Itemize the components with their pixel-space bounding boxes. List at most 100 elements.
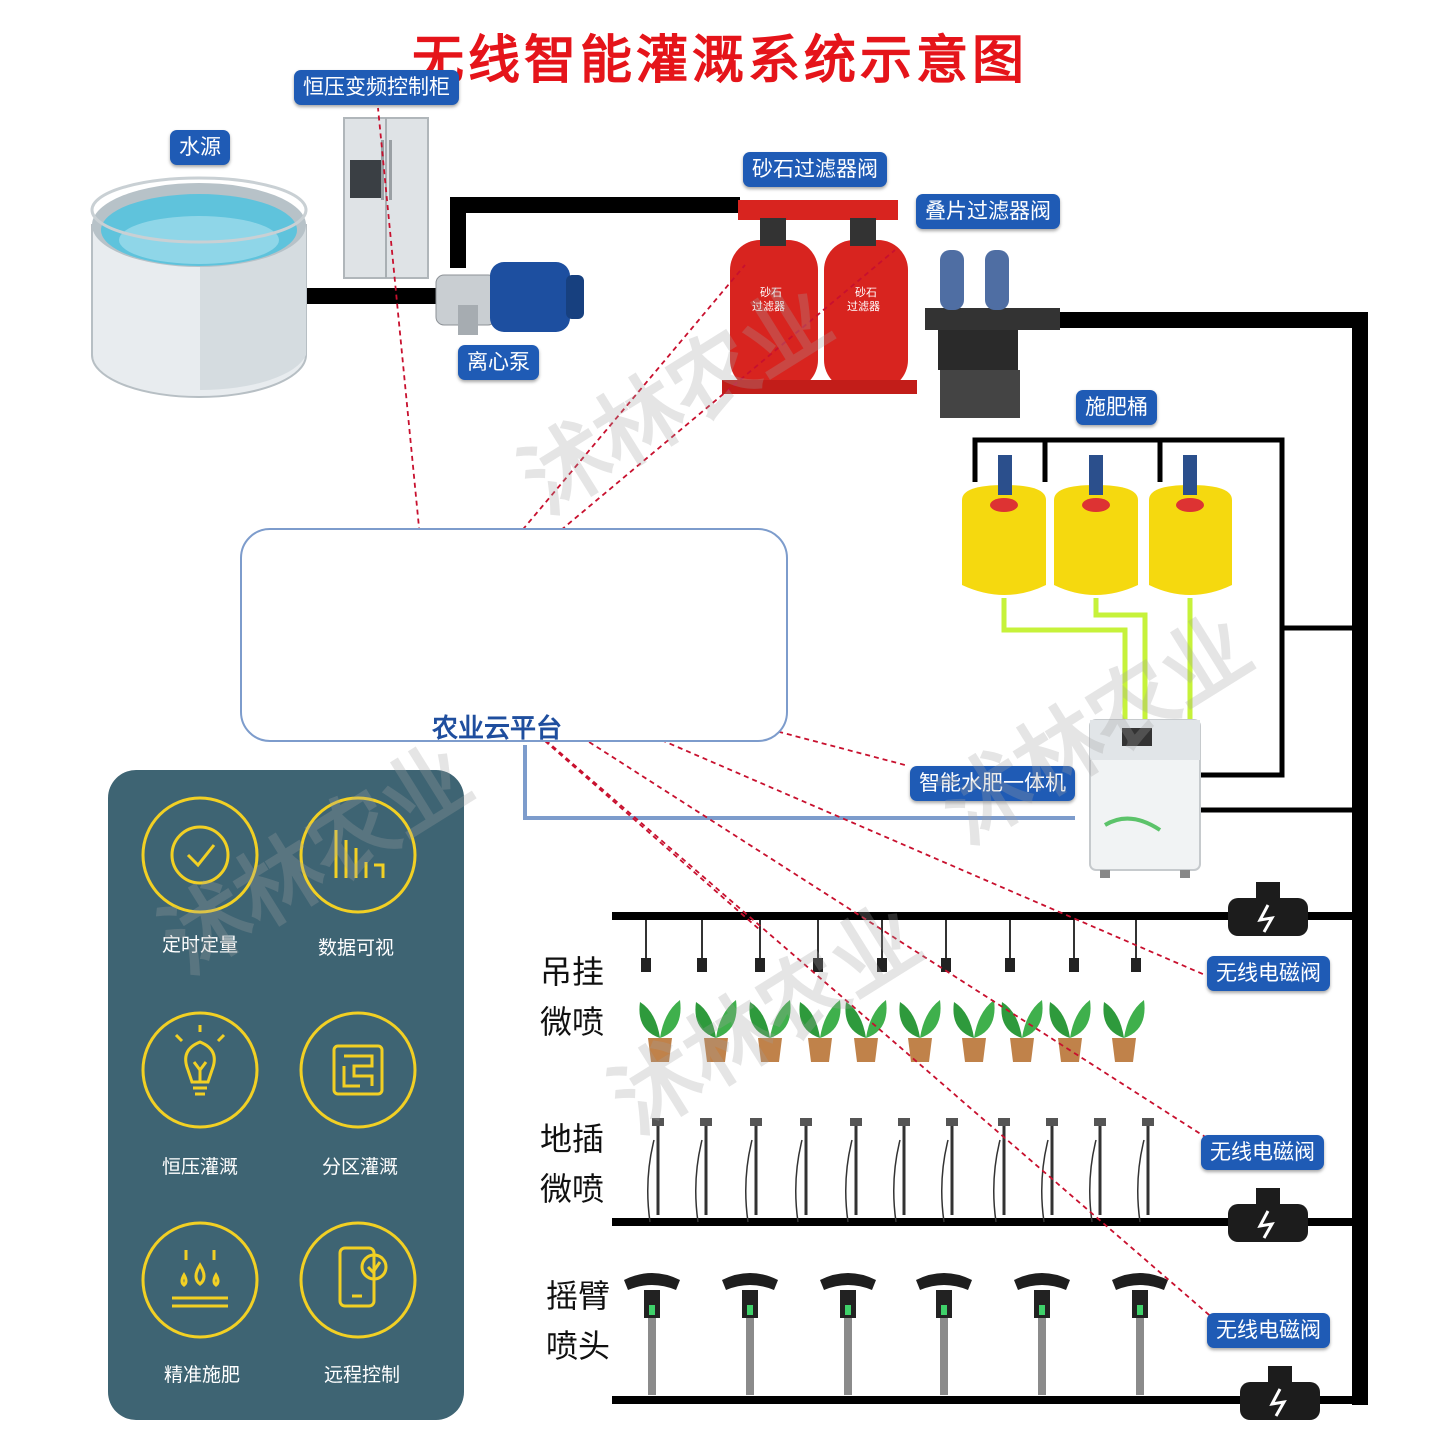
fertilizer-barrel: [962, 455, 1046, 595]
water-drops-icon: [172, 1250, 228, 1308]
pipe-filter-to-main: [1058, 312, 1368, 1405]
solenoid-valve-2: [1228, 1188, 1308, 1242]
rocker-sprinkler: [820, 1273, 876, 1395]
section-line: 微喷: [540, 1169, 605, 1208]
wireless-link: [429, 639, 1216, 1321]
disc-filter-illustration: [925, 250, 1060, 418]
feature-label: 恒压灌溉: [161, 1156, 238, 1178]
ground-sprinkler: [1041, 1118, 1058, 1223]
potted-plant: [845, 1000, 887, 1062]
feature-ring: [141, 1221, 259, 1339]
hanging-sprinkler: [941, 920, 951, 972]
tag-fertilizer-barrel: 施肥桶: [1076, 390, 1157, 426]
potted-plant: [953, 1000, 995, 1062]
potted-plant: [799, 1000, 841, 1062]
ground-sprinkler: [695, 1118, 712, 1223]
feature-ring: [299, 796, 417, 914]
tag-disc-filter: 叠片过滤器阀: [916, 194, 1060, 230]
wireless-link: [377, 107, 431, 641]
potted-plant: [749, 1000, 791, 1062]
hanging-sprinkler: [697, 920, 707, 972]
potted-plant: [1049, 1000, 1091, 1062]
potted-plant: [1103, 1000, 1145, 1062]
potted-plant: [695, 1000, 737, 1062]
tag-solenoid-valve-3: 无线电磁阀: [1207, 1313, 1330, 1349]
potted-plant: [1001, 1000, 1043, 1062]
rocker-sprinkler: [916, 1273, 972, 1395]
fertilizer-barrel: [1149, 455, 1232, 595]
solenoid-valve-3: [1240, 1366, 1320, 1420]
hanging-sprinkler: [1131, 920, 1141, 972]
hanging-sprinkler: [813, 920, 823, 972]
rocker-sprinkler: [1014, 1273, 1070, 1395]
hanging-sprinkler: [755, 920, 765, 972]
page-title: 无线智能灌溉系统示意图: [411, 31, 1028, 91]
potted-plant: [899, 1000, 941, 1062]
phone-check-icon: [338, 1246, 388, 1308]
solenoid-valve-1: [1228, 882, 1308, 936]
filter-tank-label-2: 砂石: [855, 286, 877, 299]
pipe-pump-to-filter: [450, 197, 740, 268]
feature-ring: [141, 796, 259, 914]
cloud-platform-label: 农业云平台: [432, 714, 563, 744]
zone-maze-icon: [332, 1044, 384, 1096]
section-line: 喷头: [546, 1326, 611, 1365]
bar-chart-icon: [334, 830, 385, 878]
ground-sprinkler: [845, 1118, 862, 1223]
water-tank-illustration: [90, 176, 308, 398]
features-icons: [141, 796, 417, 1339]
rocker-sprinkler: [722, 1273, 778, 1395]
feature-label: 定时定量: [161, 934, 238, 956]
section-label-hanging-mist: 吊挂 微喷: [540, 948, 604, 1047]
sand-filter-illustration: 砂石 过滤器 砂石 过滤器: [722, 200, 917, 394]
pipe-fert-header: [972, 437, 1285, 778]
filter-tank-label-1: 砂石: [760, 286, 782, 299]
feature-label: 远程控制: [323, 1364, 400, 1386]
fertilizer-barrels-illustration: [962, 455, 1232, 720]
ground-sprinkler: [941, 1118, 958, 1223]
lightbulb-icon: [174, 1025, 226, 1096]
solenoid-valves: [1228, 882, 1320, 1420]
svg-text:过滤器: 过滤器: [752, 300, 785, 313]
section-label-ground-mist: 地插 微喷: [540, 1115, 604, 1214]
fertigation-machine-illustration: [1089, 719, 1201, 878]
ground-sprinkler: [1137, 1118, 1154, 1223]
ground-sprinkler: [993, 1118, 1010, 1223]
fertilizer-barrel: [1054, 455, 1138, 595]
hanging-sprinkler: [1005, 920, 1015, 972]
features-panel: 定时定量 数据可视 恒压灌溉 分区灌溉 精准施肥 远程控制: [108, 770, 464, 1420]
rocker-sprinkler: [1112, 1273, 1168, 1395]
ground-sprinkler: [795, 1118, 812, 1223]
hanging-sprinkler: [877, 920, 887, 972]
hanging-sprinkler: [1069, 920, 1079, 972]
ground-sprinkler: [745, 1118, 762, 1223]
svg-text:过滤器: 过滤器: [847, 300, 880, 313]
feature-label: 精准施肥: [163, 1364, 240, 1386]
tag-solenoid-valve-2: 无线电磁阀: [1201, 1135, 1324, 1171]
section-line: 摇臂: [546, 1277, 611, 1315]
sprinkler-rows: [624, 920, 1168, 1395]
tag-control-cabinet: 恒压变频控制柜: [294, 70, 459, 106]
feature-ring: [299, 1011, 417, 1129]
section-label-rocker-sprinkler: 摇臂 喷头: [546, 1272, 610, 1371]
ground-sprinkler: [647, 1118, 664, 1223]
cloud-to-machine-line: [523, 745, 1075, 820]
section-line: 吊挂: [540, 953, 605, 991]
cloud-platform-box: [240, 528, 788, 742]
potted-plant: [639, 1000, 681, 1062]
tag-fertigation-machine: 智能水肥一体机: [910, 766, 1075, 802]
feature-ring: [299, 1221, 417, 1339]
section-line: 地插: [540, 1120, 605, 1158]
ground-sprinkler: [1089, 1118, 1106, 1223]
tag-sand-filter: 砂石过滤器阀: [743, 152, 887, 188]
wireless-link: [429, 639, 1206, 976]
hanging-sprinkler: [641, 920, 651, 972]
feature-label: 数据可视: [317, 937, 394, 959]
clock-check-icon: [170, 825, 230, 885]
tag-water-source: 水源: [170, 130, 230, 166]
ground-sprinkler: [893, 1118, 910, 1223]
feature-label: 分区灌溉: [321, 1156, 398, 1178]
tag-solenoid-valve-1: 无线电磁阀: [1207, 956, 1330, 992]
section-line: 微喷: [540, 1002, 605, 1041]
